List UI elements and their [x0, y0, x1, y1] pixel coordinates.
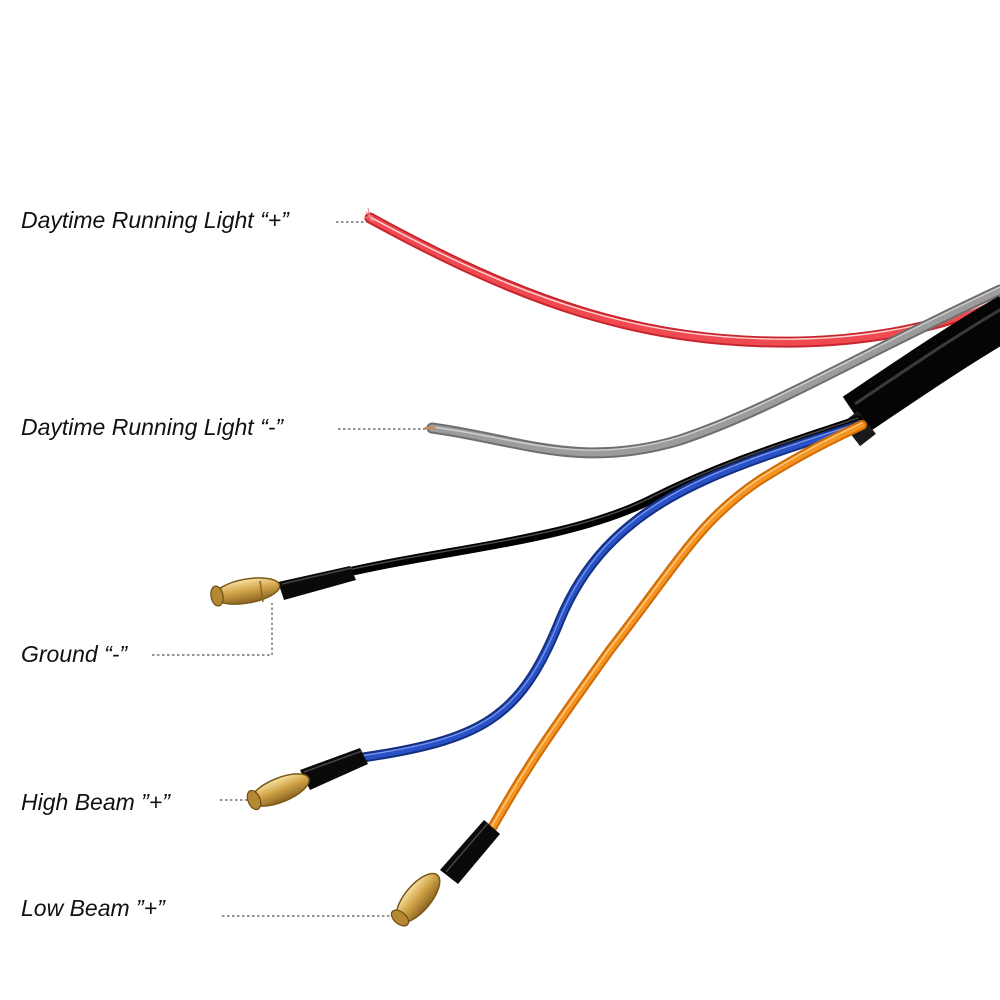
label-ground: Ground “-” — [21, 641, 128, 667]
label-drl-positive: Daytime Running Light “+” — [21, 207, 289, 233]
label-drl-negative: Daytime Running Light “-” — [21, 414, 284, 440]
leader-lines — [152, 221, 430, 917]
label-low-beam: Low Beam ”+” — [21, 895, 165, 921]
drl-positive-wire — [363, 207, 1000, 348]
drl-negative-wire — [424, 284, 1000, 459]
label-high-beam: High Beam ”+” — [21, 789, 170, 815]
low-beam-connector — [390, 820, 500, 927]
low-beam-wire — [483, 420, 867, 840]
ground-wire — [295, 415, 863, 589]
leader-line-ground — [152, 603, 273, 656]
ground-connector — [210, 566, 356, 607]
high-beam-connector — [246, 748, 368, 811]
high-beam-wire — [355, 420, 865, 763]
